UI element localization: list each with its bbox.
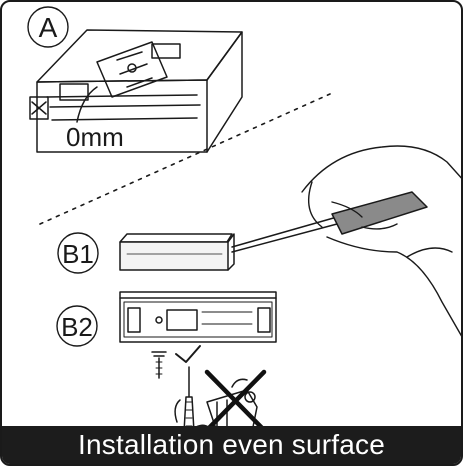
caption-text: Installation even surface <box>78 429 385 460</box>
step-b2-label: B2 <box>61 312 93 342</box>
step-a-label: A <box>39 12 58 43</box>
mounting-screw <box>151 351 167 379</box>
caption-bar: Installation even surface <box>2 426 461 464</box>
step-b1-label: B1 <box>62 239 94 269</box>
step-a-badge: A <box>27 6 69 48</box>
dashed-divider <box>39 93 331 225</box>
forbidden-x-icon <box>204 369 267 433</box>
screwdriver-b1 <box>231 191 428 253</box>
hand-b1 <box>301 145 461 337</box>
step-b1-badge: B1 <box>57 232 99 274</box>
checkmark-icon <box>175 345 201 363</box>
gap-value-label: 0mm <box>66 122 124 152</box>
screwdriver-icon <box>174 366 213 433</box>
closed-profile-b1 <box>119 233 235 271</box>
step-b2-badge: B2 <box>56 305 98 347</box>
open-profile-b2 <box>119 291 277 343</box>
housing-box-a <box>29 29 243 153</box>
